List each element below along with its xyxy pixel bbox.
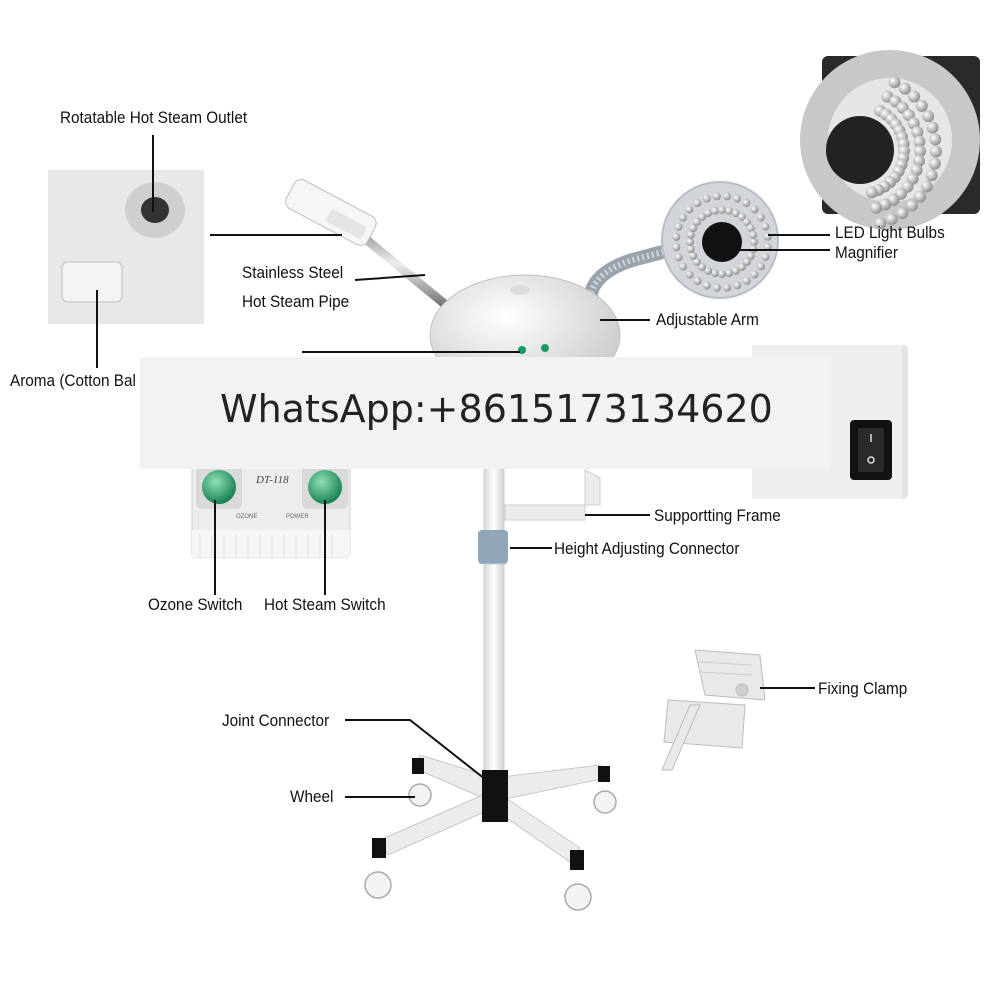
height-connector bbox=[478, 530, 508, 564]
led-bulb bbox=[929, 133, 941, 145]
wheel-3 bbox=[365, 872, 391, 898]
led-bulb bbox=[757, 213, 765, 221]
led-bulb bbox=[672, 243, 680, 251]
steam-nozzle bbox=[283, 177, 379, 248]
panel-model: DT-118 bbox=[255, 474, 289, 486]
label-joint-connector: Joint Connector bbox=[222, 711, 329, 731]
led-bulb bbox=[906, 200, 918, 212]
label-pipe-line2: Hot Steam Pipe bbox=[242, 292, 349, 312]
label-led-bulbs: LED Light Bulbs bbox=[835, 223, 945, 243]
label-fixing-clamp: Fixing Clamp bbox=[818, 679, 907, 699]
led-bulb bbox=[930, 146, 942, 158]
panel-power-label: POWER bbox=[286, 514, 309, 520]
led-bulb bbox=[896, 207, 908, 219]
led-bulb bbox=[675, 223, 683, 231]
led-bulb bbox=[921, 180, 933, 192]
led-bulb bbox=[888, 76, 900, 88]
panel-ozone-label: OZONE bbox=[236, 514, 257, 520]
lower-pole bbox=[484, 564, 504, 774]
led-bulb bbox=[870, 202, 882, 214]
led-bulb bbox=[757, 262, 765, 270]
led-bulb bbox=[703, 281, 711, 289]
label-hot-steam-switch: Hot Steam Switch bbox=[264, 595, 386, 615]
label-wheel: Wheel bbox=[290, 787, 333, 807]
fixing-clamp bbox=[662, 650, 765, 770]
led-bulb bbox=[916, 100, 928, 112]
led-bulb bbox=[929, 158, 941, 170]
led-bulb bbox=[733, 281, 741, 289]
led-bulb bbox=[713, 192, 721, 200]
whatsapp-contact: WhatsApp:+8615173134620 bbox=[220, 387, 773, 431]
led-bulb bbox=[713, 284, 721, 292]
led-bulb bbox=[866, 186, 878, 198]
led-bulb bbox=[693, 199, 701, 207]
led-bulb bbox=[750, 205, 758, 213]
led-inset bbox=[800, 50, 980, 230]
led-bulb bbox=[687, 245, 695, 253]
led-bulb bbox=[927, 122, 939, 134]
steam-knob bbox=[308, 470, 342, 504]
led-bulb bbox=[718, 270, 726, 278]
led-bulb bbox=[733, 195, 741, 203]
label-magnifier: Magnifier bbox=[835, 243, 898, 263]
whatsapp-banner: WhatsApp:+8615173134620 bbox=[140, 357, 830, 469]
led-bulb bbox=[761, 223, 769, 231]
label-ozone-switch: Ozone Switch bbox=[148, 595, 242, 615]
magnifier-ring bbox=[662, 182, 778, 298]
led-bulb bbox=[750, 238, 758, 246]
label-adjustable-arm: Adjustable Arm bbox=[656, 310, 759, 330]
led-bulb bbox=[743, 277, 751, 285]
led-bulb bbox=[761, 253, 769, 261]
led-bulb bbox=[718, 206, 726, 214]
led-bulb bbox=[742, 199, 750, 207]
wheel-1 bbox=[409, 784, 431, 806]
wheel-4 bbox=[565, 884, 591, 910]
led-bulb bbox=[685, 206, 693, 214]
led-bulb bbox=[711, 207, 719, 215]
ozone-knob bbox=[202, 470, 236, 504]
led-bulb bbox=[672, 233, 680, 241]
led-bulb bbox=[899, 83, 911, 95]
supporting-frame bbox=[505, 470, 600, 520]
label-aroma: Aroma (Cotton Bal bbox=[10, 371, 136, 391]
led-bulb bbox=[908, 91, 920, 103]
label-pipe-line1: Stainless Steel bbox=[242, 263, 343, 283]
led-bulb bbox=[723, 192, 731, 200]
led-bulb bbox=[675, 253, 683, 261]
wheel-2 bbox=[594, 791, 616, 813]
led-bulb bbox=[922, 110, 934, 122]
led-bulb bbox=[764, 233, 772, 241]
led-bulb bbox=[749, 231, 757, 239]
label-supporting-frame: Supportting Frame bbox=[654, 506, 781, 526]
led-bulb bbox=[926, 169, 938, 181]
label-steam-outlet: Rotatable Hot Steam Outlet bbox=[60, 108, 247, 128]
led-bulb bbox=[723, 284, 731, 292]
led-bulb bbox=[725, 269, 733, 277]
label-height-connector: Height Adjusting Connector bbox=[554, 539, 739, 559]
led-bulb bbox=[703, 195, 711, 203]
led-bulb bbox=[679, 263, 687, 271]
led-bulb bbox=[679, 214, 687, 222]
joint-connector bbox=[482, 770, 508, 822]
led-bulb bbox=[686, 271, 694, 279]
led-bulb bbox=[694, 277, 702, 285]
steam-outlet-inset bbox=[48, 170, 204, 324]
led-bulb bbox=[686, 238, 694, 246]
led-bulb bbox=[751, 270, 759, 278]
led-bulb bbox=[914, 191, 926, 203]
